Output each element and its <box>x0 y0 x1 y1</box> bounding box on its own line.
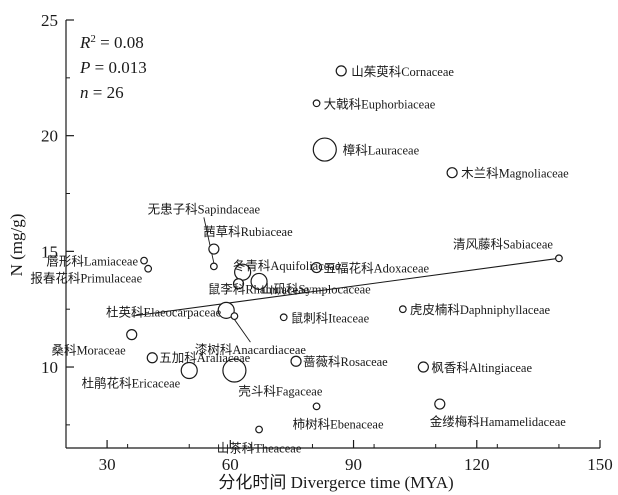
y-tick-label: 10 <box>41 358 58 377</box>
point-label: 柿树科Ebenaceae <box>293 416 384 431</box>
x-tick-label: 150 <box>587 455 613 474</box>
axes <box>65 20 600 449</box>
point-label: 鼠刺科Iteaceae <box>291 310 370 325</box>
point-label: 五福花科Adoxaceae <box>324 261 430 276</box>
scatter-point <box>208 243 220 255</box>
scatter-point <box>209 262 218 271</box>
point-label: 漆树科Anacardiaceae <box>195 342 306 357</box>
point-label: 枫香科Altingiaceae <box>431 360 532 375</box>
scatter-point <box>144 264 153 273</box>
scatter-point <box>180 361 198 380</box>
point-label: 樟科Lauraceae <box>343 143 420 158</box>
x-tick-label: 90 <box>345 455 362 474</box>
point-label: 桑科Moraceae <box>51 344 126 358</box>
scatter-point <box>146 352 158 364</box>
point-label: 金缕梅科Hamamelidaceae <box>430 414 567 429</box>
point-label: 无患子科Sapindaceae <box>148 202 261 216</box>
y-tick-label: 15 <box>41 242 58 261</box>
point-label: 报春花科Primulaceae <box>30 271 142 286</box>
scatter-point <box>279 313 288 322</box>
point-label: 大戟科Euphorbiaceae <box>324 97 436 111</box>
point-label: 虎皮楠科Daphniphyllaceae <box>410 302 551 317</box>
point-label: 唇形科Lamiaceae <box>46 255 138 269</box>
x-tick-label: 120 <box>464 455 490 474</box>
point-label: 蔷薇科Rosaceae <box>303 355 388 369</box>
point-label: 冬青科Aquifoliaceae <box>233 258 341 273</box>
point-label: 山矾科Symplocaceae <box>261 282 371 296</box>
scatter-point <box>434 398 446 410</box>
point-label: 木兰科Magnoliaceae <box>461 167 569 181</box>
scatter-point <box>232 278 245 290</box>
point-label: 山茱萸科Cornaceae <box>351 65 454 79</box>
stat-r2: R2 = 0.08 <box>79 33 144 52</box>
point-label: 壳斗科Fagaceae <box>238 384 322 398</box>
stat-n: n = 26 <box>80 83 124 102</box>
scatter-point <box>217 301 235 319</box>
scatter-point <box>417 361 429 373</box>
y-axis-title: N (mg/g) <box>7 214 26 277</box>
leader-line <box>234 319 251 343</box>
scatter-point <box>312 137 337 162</box>
scatter-point <box>555 254 563 263</box>
data-points <box>126 65 563 434</box>
x-tick-label: 60 <box>222 455 239 474</box>
point-label: 鼠李科Rhamnaceae <box>208 282 310 297</box>
point-label: 杜英科Elaeocarpaceae <box>106 304 222 319</box>
y-tick-label: 20 <box>41 127 58 146</box>
point-label: 山茶科Theaceae <box>217 440 302 455</box>
scatter-point <box>222 358 247 383</box>
leader-line <box>203 217 215 264</box>
trendline-layer <box>131 257 559 317</box>
point-label: 五加科Araliaceae <box>159 351 250 365</box>
scatter-point <box>290 355 302 367</box>
x-tick-label: 30 <box>99 455 116 474</box>
leader-lines <box>203 217 251 343</box>
point-label: 清风藤科Sabiaceae <box>453 237 553 251</box>
point-label: 杜鹃花科Ericaceae <box>82 375 181 390</box>
x-axis-title: 分化时间 Divergerce time (MYA) <box>218 473 453 492</box>
tick-marks: 30 60 90 120 150 10 15 20 25 <box>41 11 613 474</box>
stat-p: P = 0.013 <box>79 58 147 77</box>
scatter-point <box>398 305 407 314</box>
y-tick-label: 25 <box>41 11 58 30</box>
scatter-point <box>250 272 268 291</box>
scatter-point <box>310 261 323 274</box>
scatter-point <box>446 167 458 179</box>
scatter-point <box>126 329 138 341</box>
scatter-point <box>255 425 263 434</box>
trendline <box>131 257 559 317</box>
point-label: 茜草科Rubiaceae <box>203 225 293 239</box>
scatter-point <box>335 65 347 77</box>
scatter-point <box>312 402 321 411</box>
scatter-point <box>140 256 148 265</box>
point-labels: 山茱萸科Cornaceae 大戟科Euphorbiaceae 樟科Lauraceae… <box>30 65 569 456</box>
scatter-point <box>312 99 321 108</box>
scatter-point <box>230 312 239 321</box>
